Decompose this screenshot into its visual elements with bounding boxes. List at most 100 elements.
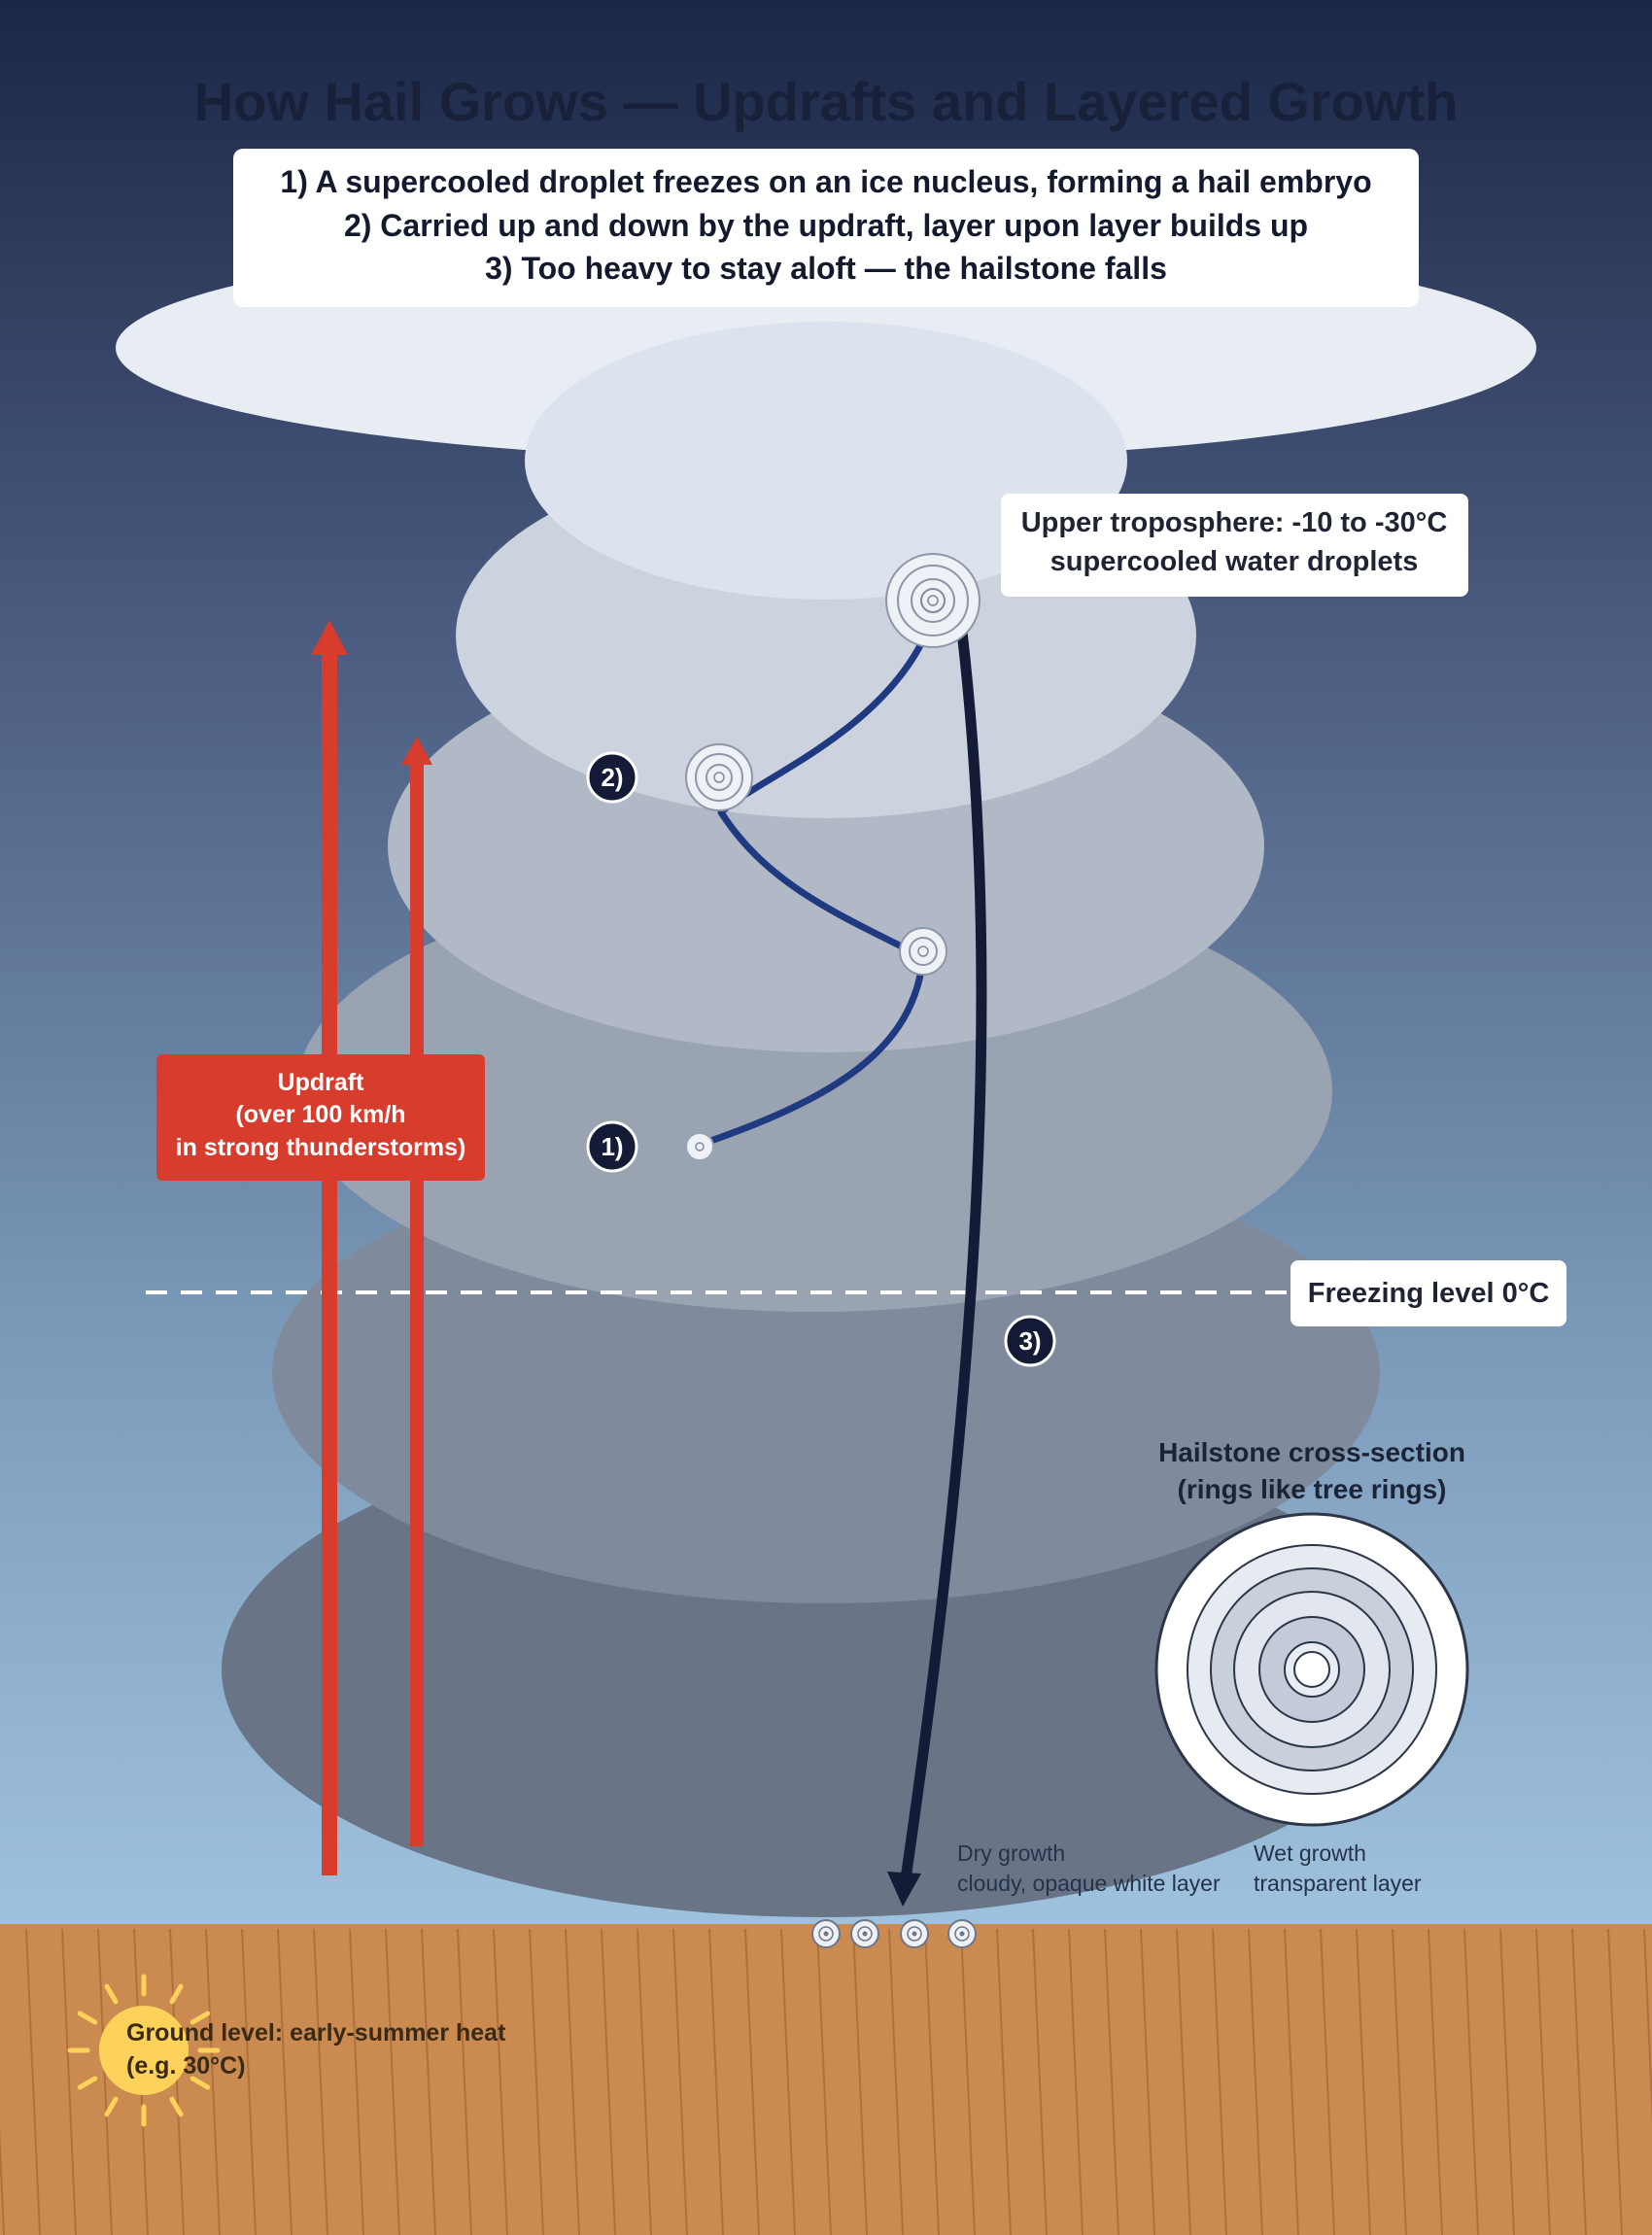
ground-stripe [457,1928,472,2235]
ground-stripe [1463,1928,1479,2235]
step-badge-2-label: 2) [601,763,623,792]
ground-stripe [1248,1928,1263,2235]
hailstone-fall-arrowhead [887,1872,921,1907]
updraft-label-background [156,1054,485,1181]
freezing-level-label: Freezing level 0°C [1308,1278,1550,1309]
ground-stripe [529,1928,544,2235]
ground-stripe [1104,1928,1119,2235]
ground-stripe [960,1928,976,2235]
ground-stripe [565,1928,580,2235]
ground-label-line-1: Ground level: early-summer heat [126,2019,506,2046]
updraft-label-line-1: Updraft [278,1069,365,1096]
ground-stripe [1068,1928,1084,2235]
hailstone-cross-section: Hailstone cross-section (rings like tree… [957,1437,1469,1896]
ground-stripe [313,1928,328,2235]
ground-stripe [601,1928,616,2235]
sun-ray [104,1983,119,2005]
sun-ray [77,2011,98,2025]
ground-stripe [672,1928,688,2235]
ground-stripe [637,1928,652,2235]
ground-label-line-2: (e.g. 30°C) [126,2052,246,2080]
cloud-top-dome [525,322,1127,600]
ground-surface [0,1924,1652,2235]
ground-stripe [1176,1928,1191,2235]
updraft-arrowhead-short [401,737,432,765]
ground-stripe [385,1928,400,2235]
updraft-label-line-2: (over 100 km/h [235,1101,405,1128]
step-badge-2: 2) [586,751,638,804]
intro-box: 1) A supercooled droplet freezes on an i… [233,149,1419,307]
thundercloud [116,235,1536,1917]
ground-stripe [1428,1928,1443,2235]
ground-stripe [205,1928,221,2235]
ground-stripe [1643,1928,1652,2126]
upper-troposphere-callout: Upper troposphere: -10 to -30°C supercoo… [1001,494,1468,597]
cross-section-title-line-1: Hailstone cross-section [1158,1437,1465,1467]
step-badge-3-label: 3) [1018,1326,1041,1356]
intro-line-2: 2) Carried up and down by the updraft, l… [344,208,1308,243]
intro-line-3: 3) Too heavy to stay aloft — the hailsto… [485,251,1167,286]
sun-ray [169,1983,184,2005]
upper-troposphere-line-2: supercooled water droplets [1050,546,1419,577]
ground-stripe [61,1928,77,2235]
ground-stripe [888,1928,904,2235]
freezing-level-callout: Freezing level 0°C [1291,1260,1566,1326]
ground-stripe [277,1928,293,2235]
step-badge-3: 3) [1004,1315,1056,1367]
upper-troposphere-line-1: Upper troposphere: -10 to -30°C [1021,507,1448,538]
upper-troposphere-box [1001,494,1468,597]
sun-ray [77,2076,98,2090]
intro-line-1: 1) A supercooled droplet freezes on an i… [280,164,1371,199]
hailstone-medium [685,743,753,811]
fallen-hailstone [850,1919,879,1948]
dry-growth-line-1: Dry growth [957,1840,1065,1866]
sun-ray [169,2096,184,2117]
updraft-arrow-shaft-short [410,760,424,1846]
ground-stripe [493,1928,508,2235]
ground-stripe [780,1928,796,2235]
hailstone-large [885,553,981,648]
wet-growth-line-2: transparent layer [1254,1871,1422,1896]
ground-stripe [349,1928,364,2235]
ground [0,1924,1652,2235]
page-title: How Hail Grows — Updrafts and Layered Gr… [194,71,1459,132]
hail-embryo [685,1132,714,1161]
intro-box-background [233,149,1419,307]
ground-stripe [169,1928,185,2235]
sun-ray [189,2076,211,2090]
ground-stripe [1535,1928,1551,2235]
ground-stripe [1607,1928,1623,2235]
ground-stripe [0,2125,5,2235]
ground-stripe [1356,1928,1371,2235]
ground-stripe [421,1928,436,2235]
ground-stripe [852,1928,868,2235]
updraft-arrow-shaft-long [322,651,337,1875]
updraft-arrowhead-long [311,620,348,655]
dry-growth-line-2: cloudy, opaque white layer [957,1871,1221,1896]
cross-section-core [1293,1651,1330,1688]
cross-section-title-line-2: (rings like tree rings) [1178,1474,1447,1504]
ground-stripe [816,1928,832,2235]
updraft-arrows [311,620,432,1875]
step-badge-1: 1) [586,1120,638,1173]
hailstone-small [899,927,947,976]
ground-texture [0,1928,1652,2235]
ground-stripe [708,1928,724,2235]
wet-growth-line-1: Wet growth [1254,1840,1366,1866]
fallen-hailstone [900,1919,929,1948]
freezing-level-box [1291,1260,1566,1326]
ground-stripe [97,1928,113,2235]
fallen-hailstones [811,1919,977,1948]
ground-stripe [1571,1928,1587,2235]
ground-stripe [1320,1928,1335,2235]
ground-stripe [25,1928,41,2235]
fallen-hailstone [947,1919,977,1948]
ground-stripe [924,1928,940,2235]
ground-stripe [744,1928,760,2235]
step-badge-1-label: 1) [601,1132,623,1161]
ground-stripe [1140,1928,1155,2235]
ground-stripe [1284,1928,1299,2235]
updraft-label-line-3: in strong thunderstorms) [176,1134,466,1161]
